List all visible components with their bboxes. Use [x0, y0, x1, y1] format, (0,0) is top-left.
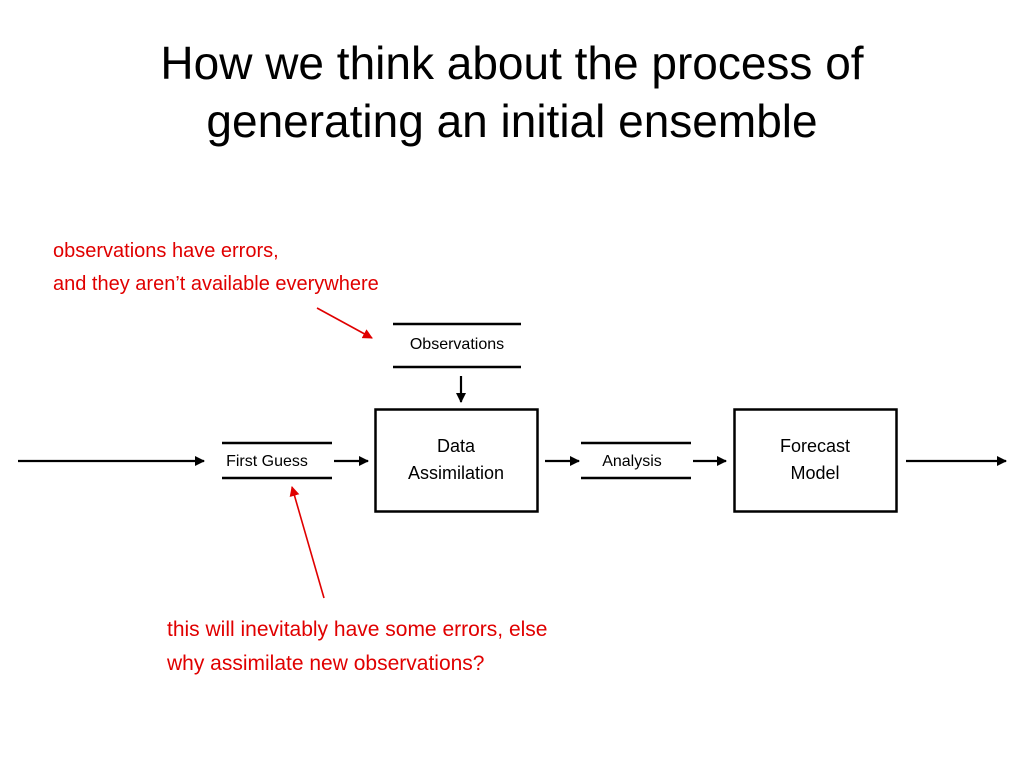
forecast-model-label-line-2: Model: [790, 463, 840, 483]
first-guess-error-note-line-2: why assimilate new observations?: [167, 652, 485, 675]
forecast-model-label: Forecast Model: [735, 433, 895, 487]
slide-title-line-1: How we think about the process of: [160, 37, 864, 89]
analysis-label: Analysis: [602, 453, 662, 470]
observations-error-note-line-1: observations have errors,: [53, 240, 279, 262]
forecast-model-box: [733, 408, 898, 513]
data-assimilation-box: [374, 408, 539, 513]
first-guess-note-pointer: [289, 486, 325, 599]
analysis-store: [581, 441, 691, 480]
data-assimilation-label: Data Assimilation: [376, 433, 536, 487]
observations-error-note: observations have errors, and they aren’…: [53, 235, 379, 301]
first-guess-error-note-line-1: this will inevitably have some errors, e…: [167, 618, 548, 641]
forecast-model-label-line-1: Forecast: [779, 436, 851, 456]
slide-title: How we think about the process of genera…: [0, 34, 1024, 150]
slide-title-line-2: generating an initial ensemble: [206, 95, 818, 147]
first-guess-store: [222, 441, 332, 480]
first-guess-label: First Guess: [226, 453, 308, 470]
observations-note-pointer: [316, 307, 373, 339]
observations-store: [393, 322, 521, 369]
observations-label: Observations: [409, 336, 505, 353]
data-assimilation-label-line-2: Assimilation: [407, 463, 505, 483]
first-guess-error-note: this will inevitably have some errors, e…: [167, 613, 547, 681]
observations-error-note-line-2: and they aren’t available everywhere: [53, 273, 379, 295]
data-assimilation-label-line-1: Data: [436, 436, 476, 456]
